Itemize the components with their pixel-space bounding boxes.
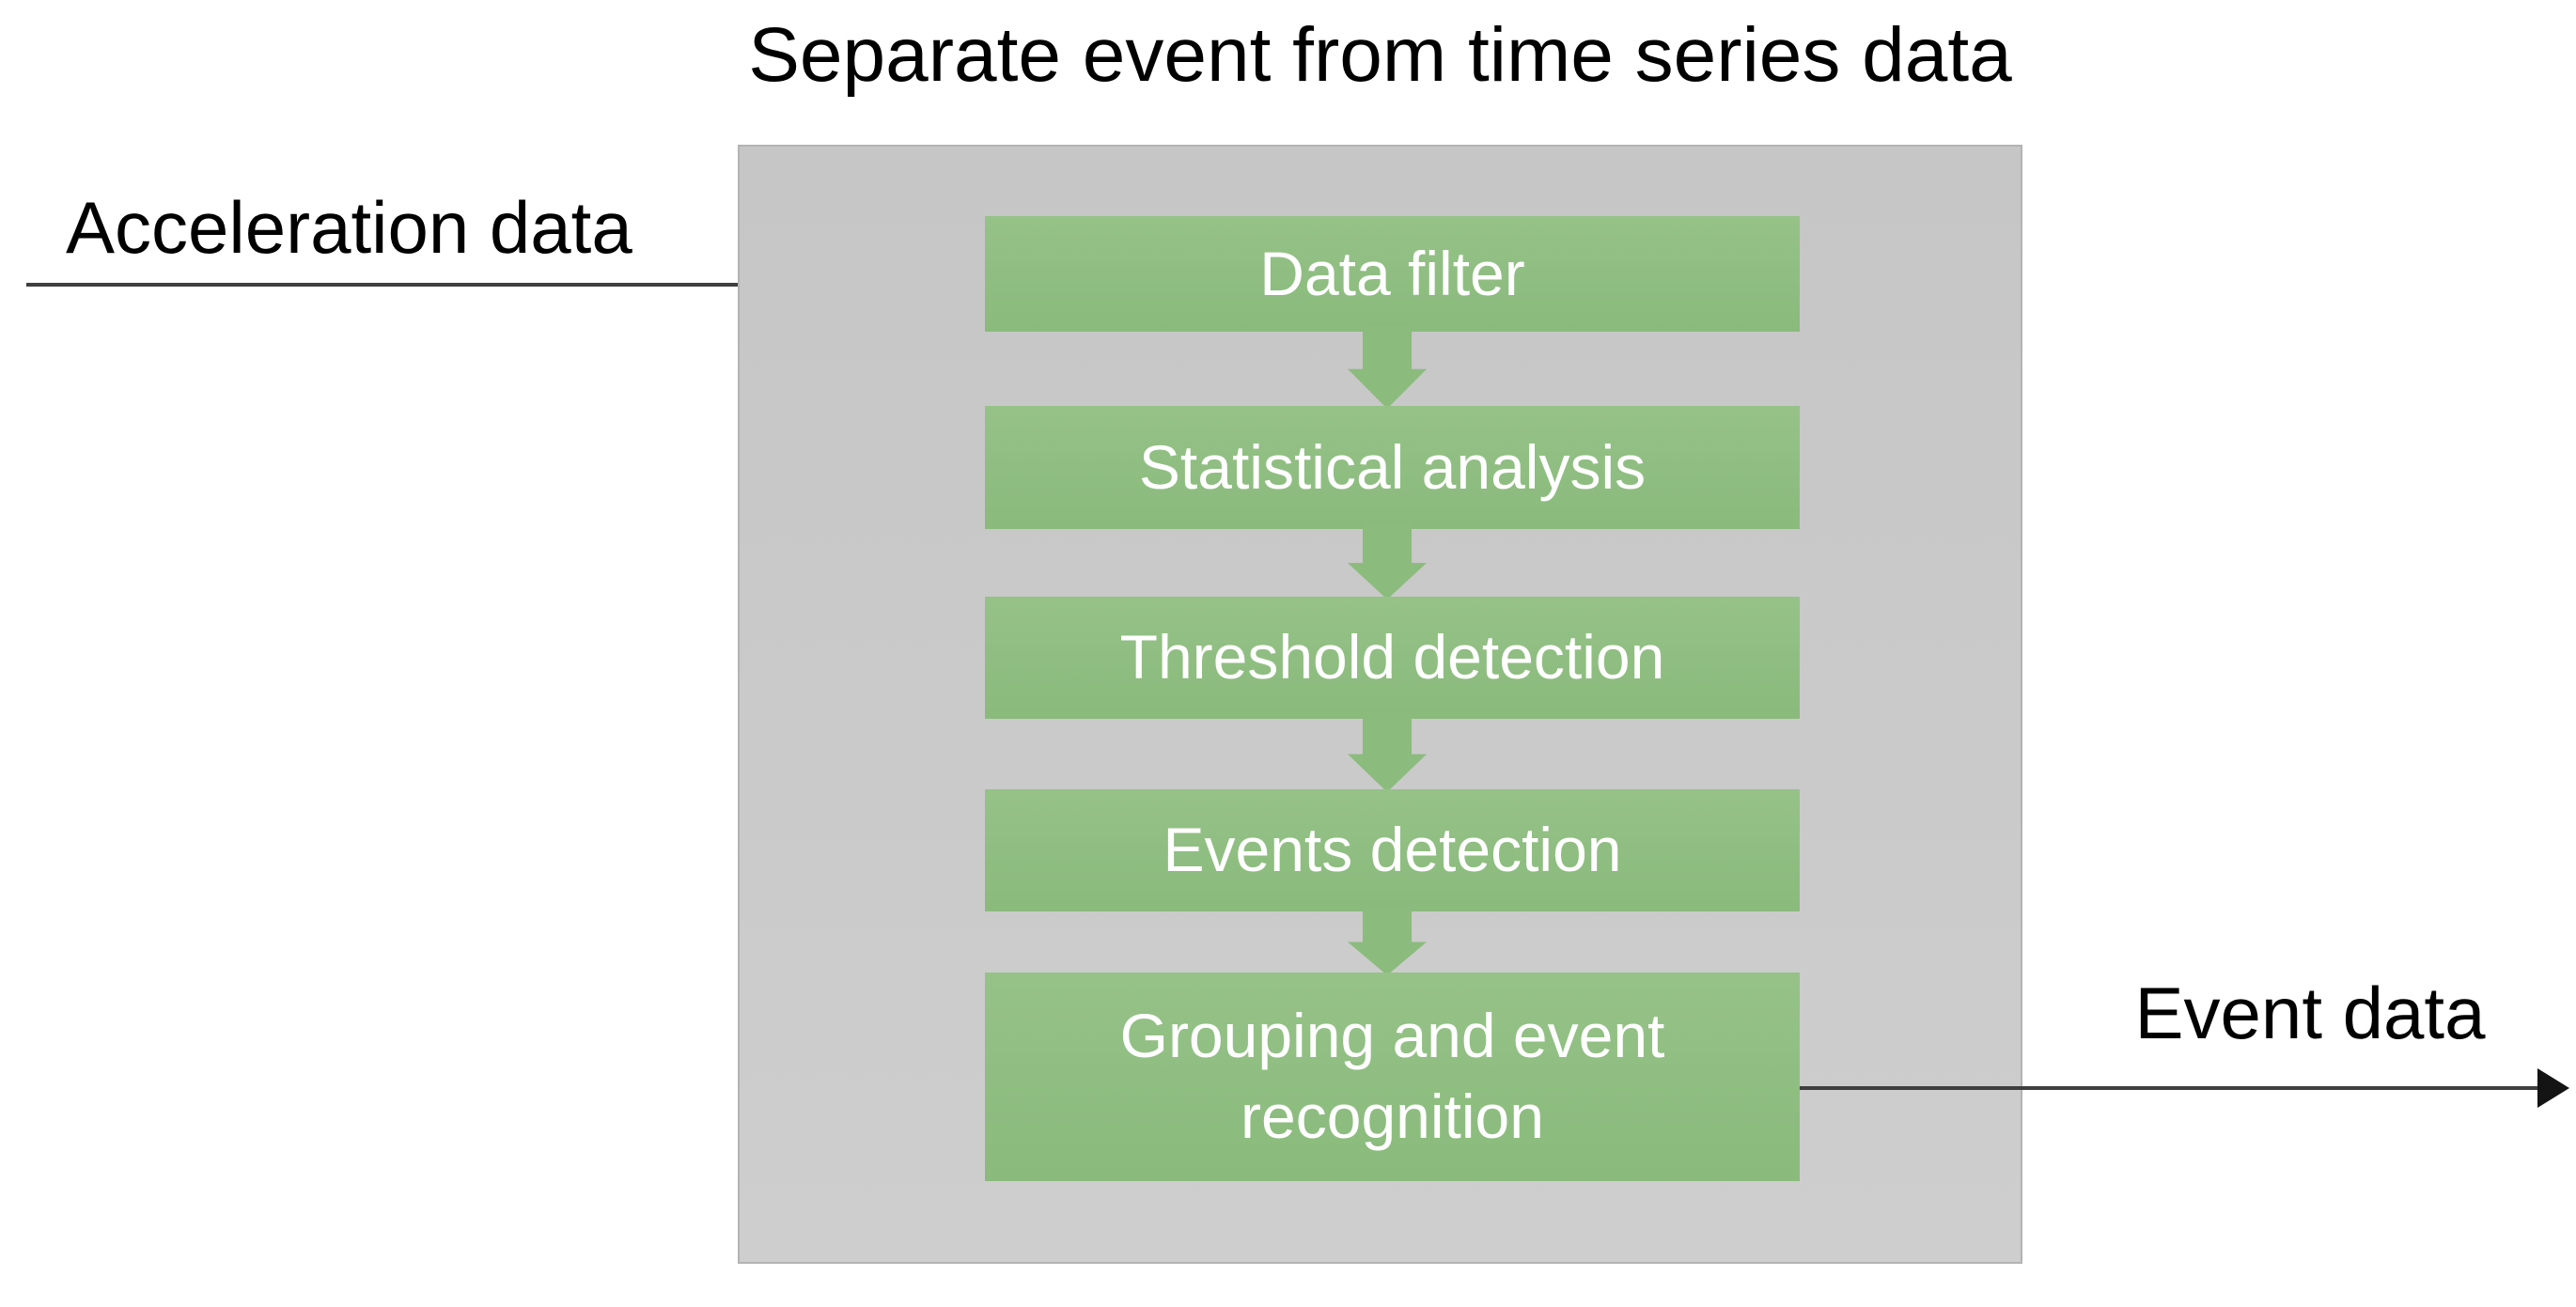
step-label: Grouping and event recognition [1119,1001,1665,1151]
output-flow-line [1800,1086,2540,1090]
step-grouping-event-recognition: Grouping and event recognition [985,972,1800,1181]
step-statistical-analysis: Statistical analysis [985,406,1800,529]
step-label: Statistical analysis [1138,431,1647,502]
step-label: Events detection [1163,815,1622,885]
right-arrowhead-icon [2537,1068,2569,1108]
input-data-label: Acceleration data [66,186,632,269]
step-threshold-detection: Threshold detection [985,597,1800,719]
step-data-filter: Data filter [985,216,1800,332]
step-label: Data filter [1259,238,1525,308]
step-events-detection: Events detection [985,789,1800,911]
output-data-label: Event data [2134,972,2486,1054]
diagram-title: Separate event from time series data [748,12,2012,98]
input-flow-line [26,283,955,287]
step-label: Threshold detection [1119,622,1665,692]
